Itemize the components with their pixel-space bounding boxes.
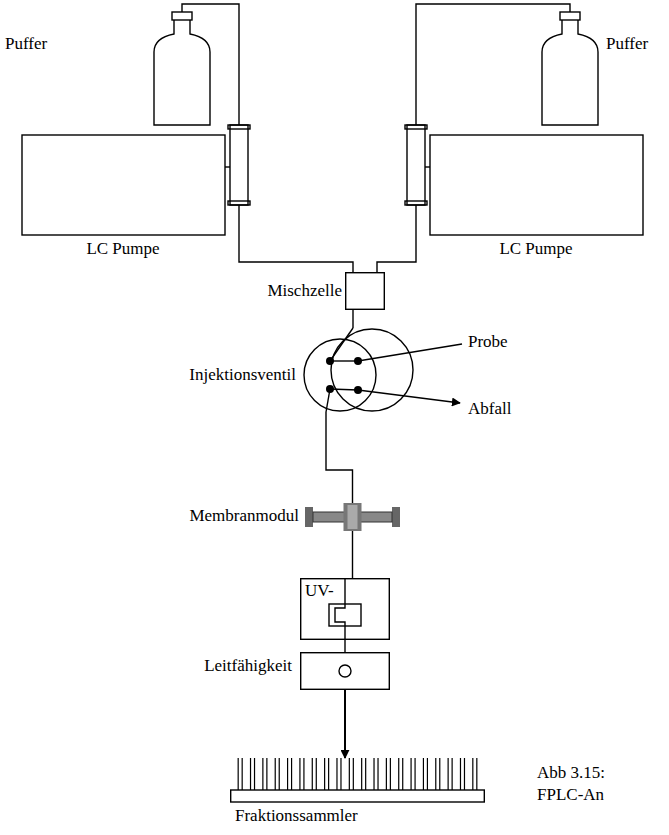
node-label: Mischzelle [267,281,342,301]
lc-pump: LC Pumpe [22,125,250,235]
tubing-line [344,640,345,652]
buffer-bottle-outline [152,12,212,127]
node-label: Injektionsventil [189,365,296,385]
tubing-line [352,531,353,578]
buffer-bottle-outline [540,12,600,127]
node-label: Leitfähigkeit [204,656,292,676]
lc-pump-outline [22,125,250,235]
conductivity-detector-outline [300,652,390,690]
tubing-line [377,205,416,272]
injection-valve: Injektionsventil [302,328,414,412]
membrane-module: Membranmodul [305,503,400,531]
tubing-line [326,412,353,503]
tubing-line [352,310,353,328]
fraction-collector-outline [230,758,485,803]
node-label: Puffer [606,34,648,54]
tubing-line [344,690,346,758]
conductivity-detector: Leitfähigkeit [300,652,390,690]
node-label: Membranmodul [189,506,299,526]
buffer-bottle: Puffer [152,12,212,127]
probe-line [358,344,462,361]
node-label: UV- [305,581,334,601]
buffer-bottle: Puffer [540,12,600,127]
uv-detector: UV- [300,578,390,640]
node-label: Fraktionssammler [235,806,358,826]
lc-pump-outline [405,125,643,235]
mixing-cell-outline [345,272,385,310]
fraction-collector: Fraktionssammler [230,758,485,803]
figure-caption: Abb 3.15: FPLC-An [537,762,649,806]
node-label: LC Pumpe [499,239,572,259]
injection-valve-outline [302,328,414,412]
membrane-module-outline [305,503,400,531]
port-label: Probe [468,331,508,353]
node-label: LC Pumpe [86,239,159,259]
mixing-cell: Mischzelle [345,272,385,310]
waste-arrow [358,390,460,403]
tubing-line [416,4,570,125]
port-label: Abfall [468,398,511,420]
tubing-line [239,205,353,272]
lc-pump: LC Pumpe [405,125,643,235]
node-label: Puffer [5,34,47,54]
